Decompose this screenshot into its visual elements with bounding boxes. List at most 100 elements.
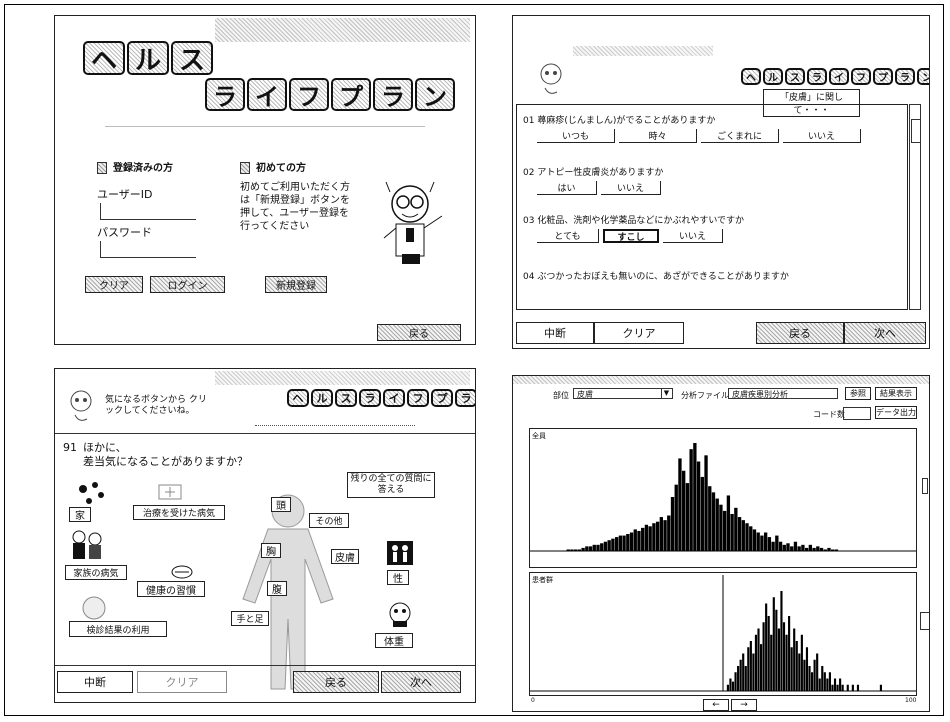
family-button[interactable]: 家 bbox=[69, 507, 91, 522]
title-letter: ヘ bbox=[83, 41, 125, 76]
histogram-bar bbox=[782, 544, 786, 551]
answer-option[interactable]: はい bbox=[537, 181, 597, 195]
answer-option[interactable]: とても bbox=[537, 229, 599, 243]
header-letter: ラ bbox=[359, 389, 381, 408]
chest-button[interactable]: 胸 bbox=[261, 543, 281, 558]
answer-option[interactable]: いいえ bbox=[601, 181, 661, 195]
header-banner bbox=[573, 46, 713, 56]
scroll-thumb[interactable] bbox=[920, 612, 929, 630]
histogram-bar bbox=[754, 634, 758, 691]
mascot-icon bbox=[383, 181, 443, 264]
divider bbox=[55, 665, 475, 666]
family-icon bbox=[79, 482, 104, 504]
histogram-bar bbox=[790, 546, 794, 551]
histogram-bar bbox=[726, 495, 731, 551]
back-button[interactable]: 戻る bbox=[293, 671, 379, 693]
next-button[interactable]: 次へ bbox=[844, 322, 926, 344]
answer-option[interactable]: 時々 bbox=[619, 129, 697, 143]
histogram-bar bbox=[614, 537, 619, 551]
histogram-bar bbox=[780, 591, 783, 691]
print-button[interactable]: データ出力 bbox=[875, 406, 917, 419]
password-field[interactable] bbox=[100, 241, 196, 258]
histogram-bar bbox=[663, 520, 667, 551]
dotted-divider bbox=[255, 425, 415, 426]
scroll-thumb[interactable] bbox=[922, 478, 928, 494]
histogram-bar bbox=[797, 546, 801, 551]
histogram-bar bbox=[644, 524, 649, 551]
scroll-thumb[interactable] bbox=[911, 119, 921, 143]
x-axis-max: 100 bbox=[905, 697, 917, 704]
bottom-scrollbar[interactable] bbox=[919, 608, 929, 648]
next-button[interactable]: 次へ bbox=[381, 671, 461, 693]
title-letter: フ bbox=[289, 78, 329, 111]
histogram-bar bbox=[566, 549, 570, 551]
count-field[interactable] bbox=[843, 407, 871, 420]
answer-option[interactable]: ごくまれに bbox=[701, 129, 779, 143]
pause-button[interactable]: 中断 bbox=[516, 322, 594, 344]
histogram-bar bbox=[633, 529, 637, 551]
histogram-bar bbox=[596, 544, 600, 551]
file-field[interactable]: 皮膚疾患別分析 bbox=[728, 388, 838, 399]
result-button[interactable]: 結果表示 bbox=[875, 387, 917, 400]
histogram-bar bbox=[652, 523, 656, 551]
histogram-bar bbox=[592, 544, 596, 551]
histogram-bar bbox=[775, 535, 779, 551]
dept-select[interactable]: 皮膚▼ bbox=[573, 388, 673, 399]
histogram-bar bbox=[803, 659, 806, 691]
count-label: コード数 bbox=[813, 410, 845, 419]
histogram-bar bbox=[831, 684, 834, 691]
histogram-bar bbox=[805, 647, 809, 691]
bottom-panel-label: 患者群 bbox=[532, 576, 553, 584]
histogram-bar bbox=[816, 653, 819, 691]
limbs-button[interactable]: 手と足 bbox=[231, 611, 269, 626]
top-scrollbar[interactable] bbox=[919, 474, 929, 514]
histogram-bar bbox=[723, 510, 727, 551]
histogram-bar bbox=[585, 546, 589, 551]
scrollbar[interactable] bbox=[909, 104, 921, 310]
top-panel-label: 全員 bbox=[532, 432, 546, 440]
first-time-text: 初めてご利用いただく方は「新規登録」ボタンを押して、ユーザー登録を行ってください bbox=[240, 182, 350, 232]
back-button[interactable]: 戻る bbox=[756, 322, 844, 344]
histogram-bar bbox=[833, 678, 837, 691]
registered-heading: 登録済みの方 bbox=[97, 159, 173, 174]
histogram-bar bbox=[749, 526, 753, 551]
answer-option[interactable]: いいえ bbox=[783, 129, 861, 143]
clear-button[interactable]: クリア bbox=[85, 276, 143, 293]
clear-button[interactable]: クリア bbox=[137, 671, 227, 693]
histogram-bar bbox=[693, 443, 697, 551]
abdomen-button[interactable]: 腹 bbox=[267, 581, 287, 596]
clear-button[interactable]: クリア bbox=[594, 322, 684, 344]
header-letter: ル bbox=[311, 389, 333, 408]
title-letter: ル bbox=[127, 41, 169, 76]
user-id-field[interactable] bbox=[100, 203, 196, 220]
register-button[interactable]: 新規登録 bbox=[265, 276, 327, 293]
back-button[interactable]: 戻る bbox=[377, 324, 461, 341]
weight-button[interactable]: 体重 bbox=[375, 633, 413, 648]
prev-button[interactable]: ← bbox=[703, 699, 729, 711]
answer-all-button[interactable]: 残りの全ての質問に答える bbox=[347, 472, 435, 498]
chevron-down-icon[interactable]: ▼ bbox=[661, 389, 671, 398]
answer-option[interactable]: すこし bbox=[603, 229, 659, 243]
histogram-bar bbox=[826, 678, 829, 691]
histogram-bar bbox=[655, 521, 660, 551]
habits-button[interactable]: 健康の習慣 bbox=[137, 581, 205, 597]
pause-button[interactable]: 中断 bbox=[57, 671, 133, 693]
family-illness-button[interactable]: 家族の病気 bbox=[65, 565, 127, 580]
past-illness-button[interactable]: 治療を受けた病気 bbox=[133, 505, 225, 520]
checkup-button[interactable]: 検診結果の利用 bbox=[69, 621, 167, 637]
head-button[interactable]: 頭 bbox=[271, 497, 291, 512]
login-button[interactable]: ログイン bbox=[150, 276, 225, 293]
answer-option[interactable]: いいえ bbox=[663, 229, 723, 243]
gender-button[interactable]: 性 bbox=[387, 570, 409, 585]
skin-button[interactable]: 皮膚 bbox=[331, 549, 359, 564]
histogram-bar bbox=[682, 470, 686, 551]
next-button[interactable]: → bbox=[731, 699, 757, 711]
histogram-bar bbox=[841, 684, 844, 691]
histogram-bar bbox=[648, 526, 652, 551]
answer-option[interactable]: いつも bbox=[537, 129, 615, 143]
histogram-bar bbox=[588, 546, 593, 551]
browse-button[interactable]: 参照 bbox=[845, 387, 871, 400]
other-button[interactable]: その他 bbox=[309, 513, 349, 528]
histogram-bar bbox=[851, 684, 854, 691]
histogram-bar bbox=[834, 549, 839, 551]
